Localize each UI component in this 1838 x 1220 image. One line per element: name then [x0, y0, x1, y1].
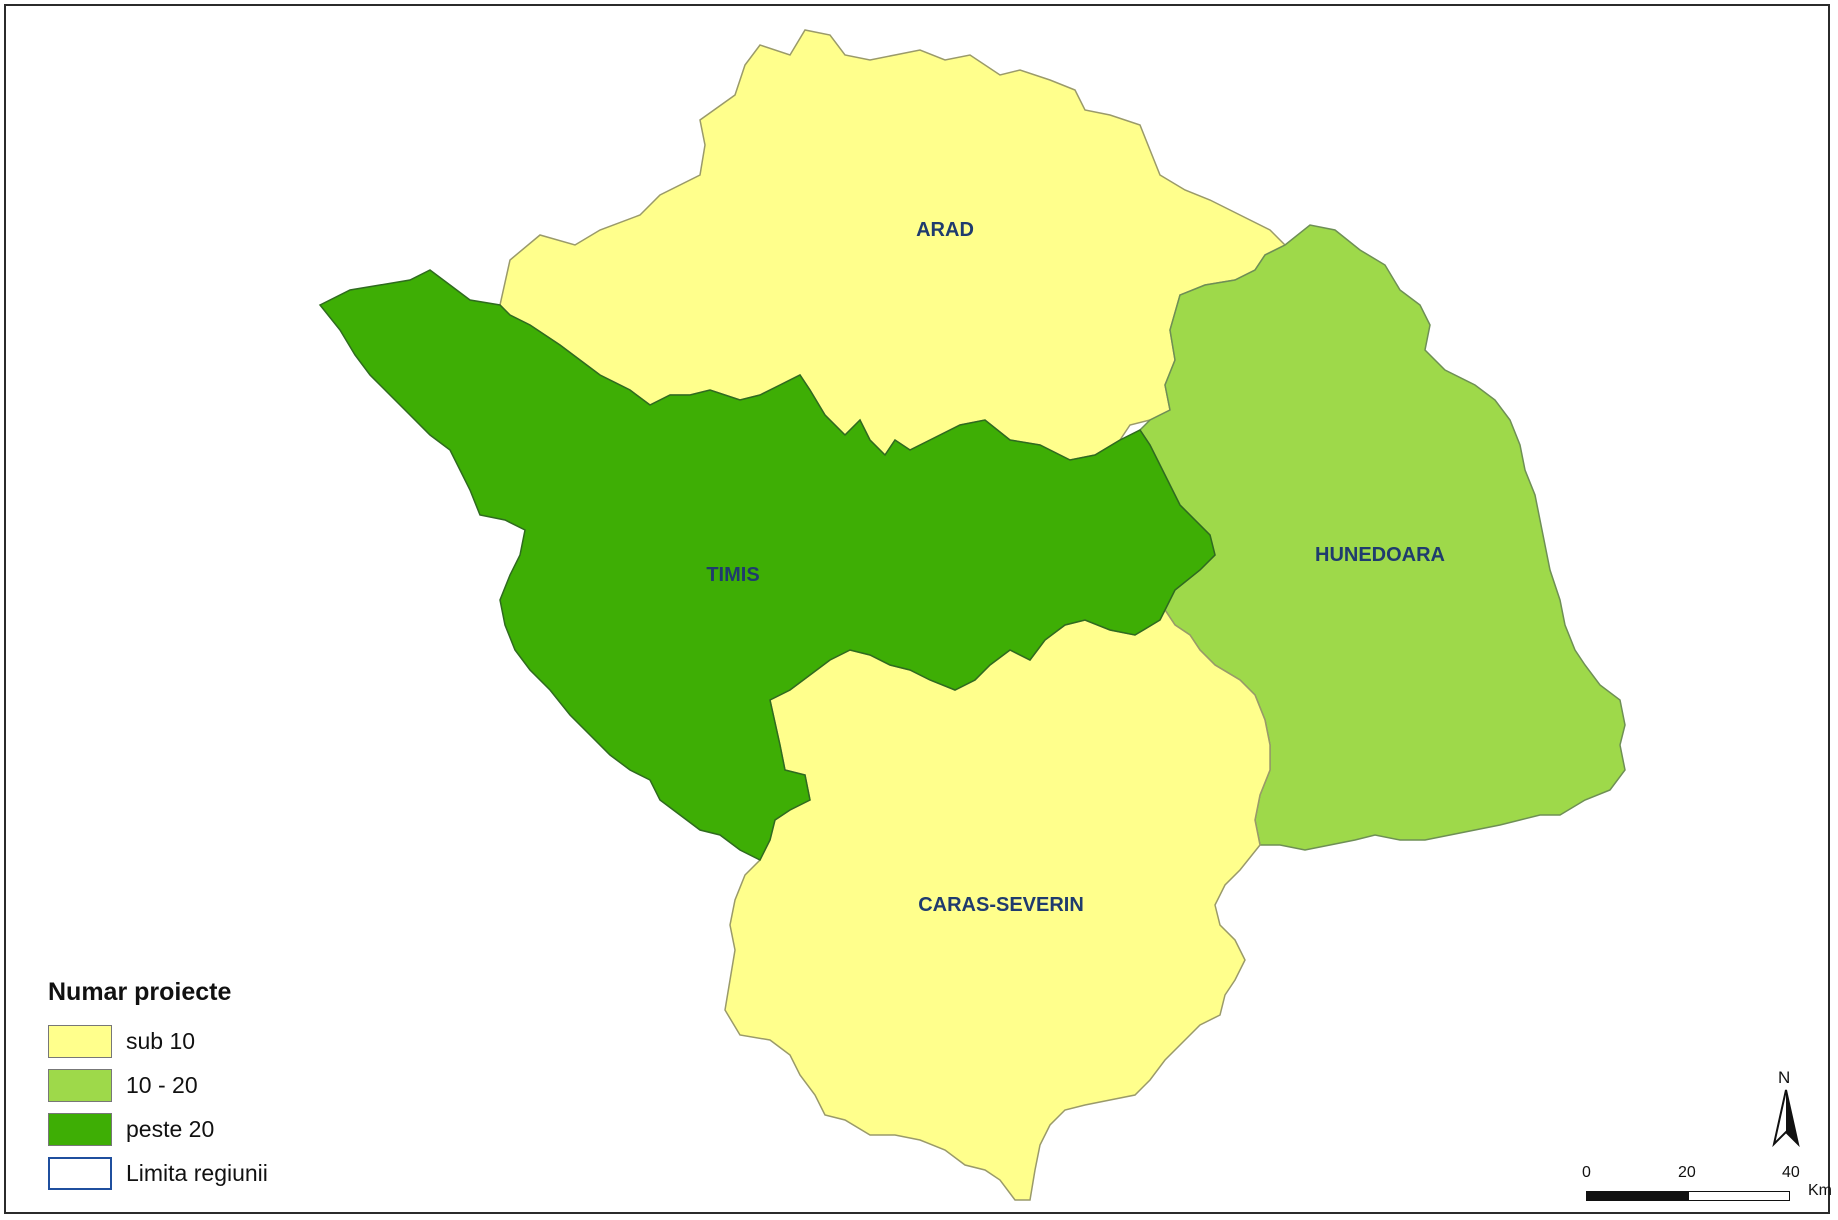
county-label-arad: ARAD [916, 219, 974, 241]
legend-swatch-10-20 [48, 1068, 112, 1102]
scale-tick-40: 40 [1782, 1164, 1800, 1181]
legend-label: peste 20 [126, 1115, 215, 1142]
north-label: N [1778, 1068, 1791, 1087]
legend-swatch-boundary [48, 1156, 112, 1190]
legend-item-10-20: 10 - 20 [48, 1063, 368, 1107]
legend-item-peste-20: peste 20 [48, 1107, 368, 1151]
legend-label: Limita regiunii [126, 1159, 268, 1186]
county-label-caras-severin: CARAS-SEVERIN [918, 894, 1084, 916]
legend-swatch-peste-20 [48, 1112, 112, 1146]
legend-title: Numar proiecte [48, 978, 232, 1006]
scale-unit: Km [1808, 1182, 1832, 1199]
legend-label: 10 - 20 [126, 1071, 198, 1098]
county-timis [318, 269, 1216, 862]
legend-item-limita-regiunii: Limita regiunii [48, 1151, 368, 1195]
north-arrow-icon [1772, 1089, 1800, 1148]
scale-tick-20: 20 [1678, 1164, 1696, 1181]
county-label-hunedoara: HUNEDOARA [1315, 544, 1445, 566]
scale-bar-segment-dark [1586, 1191, 1688, 1201]
scale-tick-0: 0 [1582, 1164, 1591, 1181]
legend: Numar proiecte sub 10 10 - 20 peste 20 L… [48, 978, 368, 1195]
legend-item-sub-10: sub 10 [48, 1019, 368, 1063]
scale-bar-segment-light [1688, 1191, 1790, 1201]
legend-label: sub 10 [126, 1027, 196, 1054]
scale-bar: 0 20 40 Km [1582, 1164, 1832, 1204]
legend-swatch-sub-10 [48, 1024, 112, 1058]
county-label-timis: TIMIS [706, 564, 759, 586]
